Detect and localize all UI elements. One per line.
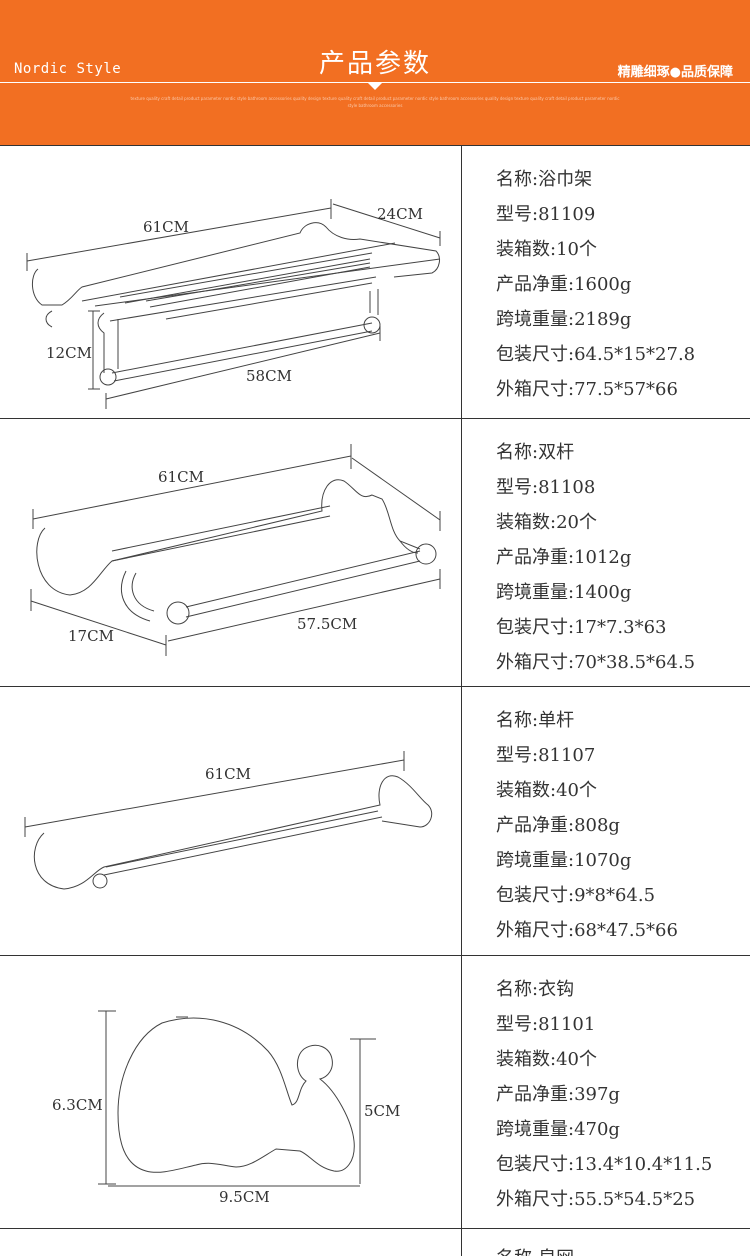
spec-package-size: 包装尺寸:9*8*64.5 — [496, 885, 656, 906]
single-bar-drawing: 61CM — [0, 687, 461, 956]
spec-net-weight: 产品净重:808g — [496, 815, 620, 836]
spec-name: 名称:单杆 — [496, 710, 575, 731]
spec-model: 型号:81109 — [496, 204, 596, 225]
spec-package-size: 包装尺寸:17*7.3*63 — [496, 617, 667, 638]
hook-drawing: 6.3CM 5CM 9.5CM — [0, 956, 461, 1229]
dim-length-label: 61CM — [205, 765, 251, 783]
double-bar-illustration: 61CM 17CM 57.5CM — [30, 444, 441, 656]
dim-width-label: 9.5CM — [219, 1188, 270, 1206]
spec-shipping-weight: 跨境重量:2189g — [496, 309, 632, 330]
spec-name: 名称:衣钩 — [496, 979, 575, 1000]
spec-list: 名称:双杆 型号:81108 装箱数:20个 产品净重:1012g 跨境重量:1… — [496, 435, 695, 680]
spec-shipping-weight: 跨境重量:1070g — [496, 850, 632, 871]
spec-shipping-weight: 跨境重量:1400g — [496, 582, 632, 603]
spec-model: 型号:81108 — [496, 477, 596, 498]
dim-bar-label: 57.5CM — [297, 615, 357, 633]
spec-net-weight: 产品净重:1600g — [496, 274, 632, 295]
product-row-double-bar: 61CM 17CM 57.5CM 名称:双杆 型号:81108 装箱数:20个 … — [0, 418, 750, 687]
column-divider — [461, 419, 462, 687]
spec-carton-qty: 装箱数:40个 — [496, 780, 597, 801]
spec-package-size: 包装尺寸:64.5*15*27.8 — [496, 344, 696, 365]
spec-name: 名称:皂网 — [496, 1241, 574, 1256]
spec-carton-size: 外箱尺寸:77.5*57*66 — [496, 379, 678, 400]
dim-length-label: 61CM — [143, 218, 189, 236]
product-row-single-bar: 61CM 名称:单杆 型号:81107 装箱数:40个 产品净重:808g 跨境… — [0, 686, 750, 956]
column-divider — [461, 687, 462, 956]
spec-model: 型号:81107 — [496, 745, 596, 766]
hook-illustration: 6.3CM 5CM 9.5CM — [52, 1010, 400, 1206]
dim-depth-label: 17CM — [68, 627, 114, 645]
spec-name: 名称:双杆 — [496, 442, 575, 463]
spec-model: 型号:81101 — [496, 1014, 596, 1035]
spec-carton-qty: 装箱数:40个 — [496, 1049, 597, 1070]
towel-rack-illustration: 61CM 24CM 12CM 58CM — [26, 199, 441, 409]
header-fine-print: texture quality craft detail product par… — [130, 96, 620, 108]
product-row-soap-dish: 名称:皂网 — [0, 1228, 750, 1256]
dim-depth-label: 24CM — [377, 205, 423, 223]
spec-list: 名称:单杆 型号:81107 装箱数:40个 产品净重:808g 跨境重量:10… — [496, 703, 678, 948]
column-divider — [461, 146, 462, 419]
dim-length-label: 61CM — [158, 468, 204, 486]
slogan-label: 精雕细琢●品质保障 — [617, 65, 733, 80]
header-divider — [0, 82, 750, 83]
header-banner: Nordic Style 产品参数 精雕细琢●品质保障 texture qual… — [0, 0, 750, 145]
spec-name: 名称:浴巾架 — [496, 169, 593, 190]
spec-net-weight: 产品净重:1012g — [496, 547, 632, 568]
column-divider — [461, 1229, 462, 1256]
product-row-towel-rack: 61CM 24CM 12CM 58CM 名称:浴巾架 型号:81109 装箱数:… — [0, 145, 750, 419]
spec-carton-qty: 装箱数:10个 — [496, 239, 597, 260]
dim-height-label: 6.3CM — [52, 1096, 103, 1114]
down-triangle-icon — [368, 83, 382, 90]
dim-bar-label: 58CM — [246, 367, 292, 385]
product-row-hook: 6.3CM 5CM 9.5CM 名称:衣钩 型号:81101 装箱数:40个 产… — [0, 955, 750, 1229]
brand-label: Nordic Style — [14, 61, 122, 77]
single-bar-illustration: 61CM — [24, 751, 433, 890]
spec-list: 名称:皂网 — [496, 1241, 574, 1256]
column-divider — [461, 956, 462, 1229]
spec-package-size: 包装尺寸:13.4*10.4*11.5 — [496, 1154, 713, 1175]
spec-carton-size: 外箱尺寸:70*38.5*64.5 — [496, 652, 696, 673]
dim-height2-label: 5CM — [364, 1102, 400, 1120]
spec-net-weight: 产品净重:397g — [496, 1084, 620, 1105]
double-bar-drawing: 61CM 17CM 57.5CM — [0, 419, 461, 687]
towel-rack-drawing: 61CM 24CM 12CM 58CM — [0, 146, 461, 419]
dim-height-label: 12CM — [46, 344, 92, 362]
spec-carton-qty: 装箱数:20个 — [496, 512, 597, 533]
spec-list: 名称:衣钩 型号:81101 装箱数:40个 产品净重:397g 跨境重量:47… — [496, 972, 712, 1217]
spec-carton-size: 外箱尺寸:55.5*54.5*25 — [496, 1189, 696, 1210]
spec-carton-size: 外箱尺寸:68*47.5*66 — [496, 920, 678, 941]
spec-list: 名称:浴巾架 型号:81109 装箱数:10个 产品净重:1600g 跨境重量:… — [496, 162, 695, 407]
spec-shipping-weight: 跨境重量:470g — [496, 1119, 620, 1140]
page-title: 产品参数 — [318, 49, 431, 79]
